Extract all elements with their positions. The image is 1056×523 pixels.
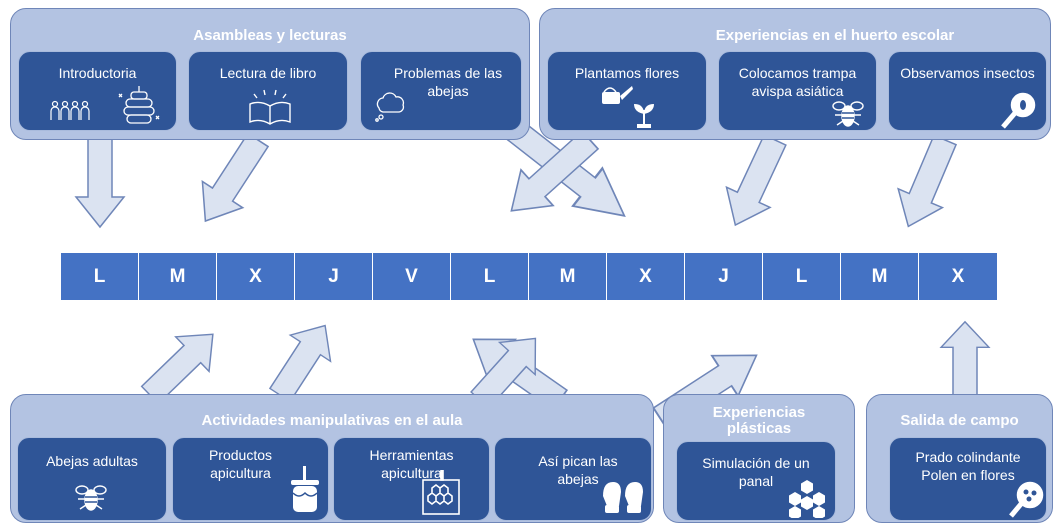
card-problemas-abejas[interactable]: Problemas de las abejas <box>360 51 522 131</box>
day-cell[interactable]: J <box>685 253 763 300</box>
card-prado-colindante[interactable]: Prado colindante Polen en flores <box>889 437 1047 521</box>
arrow-campo-to-x3 <box>940 321 990 401</box>
arrow-lectura-to-m1 <box>184 126 279 235</box>
card-label: Simulación de un panal <box>702 455 810 489</box>
group-title: Asambleas y lecturas <box>193 27 347 44</box>
group-title: Actividades manipulativas en el aula <box>201 412 463 429</box>
day-cell[interactable]: M <box>139 253 217 300</box>
arrow-trampa-to-j2 <box>712 129 798 236</box>
day-cell[interactable]: J <box>295 253 373 300</box>
card-productos-apicultura[interactable]: Productos apicultura <box>172 437 329 521</box>
card-herramientas-apicultura[interactable]: Herramientas apicultura <box>333 437 490 521</box>
day-cell[interactable]: M <box>841 253 919 300</box>
day-cell[interactable]: V <box>373 253 451 300</box>
card-label: Prado colindante Polen en flores <box>915 449 1021 483</box>
card-label: Plantamos flores <box>574 65 680 81</box>
card-asi-pican[interactable]: Así pican las abejas <box>494 437 652 521</box>
beehive-icon <box>117 86 161 126</box>
card-label: Colocamos trampa avispa asiática <box>738 65 857 99</box>
card-introductoria[interactable]: Introductoria <box>18 51 177 131</box>
day-cell[interactable]: X <box>919 253 997 300</box>
day-cell[interactable]: X <box>217 253 295 300</box>
card-label: Observamos insectos <box>900 65 1035 81</box>
card-trampa-avispa[interactable]: Colocamos trampa avispa asiática <box>718 51 877 131</box>
card-label: Introductoria <box>58 65 137 81</box>
card-abejas-adultas[interactable]: Abejas adultas <box>17 437 167 521</box>
group-salida-campo: Salida de campo Prado colindante Polen e… <box>866 394 1053 523</box>
arrow-introductoria-to-l1 <box>75 134 125 228</box>
bee-icon <box>831 96 865 130</box>
card-lectura-libro[interactable]: Lectura de libro <box>188 51 348 131</box>
card-label: Lectura de libro <box>219 65 317 81</box>
sprout-icon <box>632 102 656 130</box>
group-asambleas-lecturas: Asambleas y lecturas Introductoria Lectu… <box>10 8 530 140</box>
day-cell[interactable]: M <box>529 253 607 300</box>
thought-cloud-icon <box>373 92 409 122</box>
watering-can-icon <box>600 84 634 106</box>
group-huerto-escolar: Experiencias en el huerto escolar Planta… <box>539 8 1051 140</box>
group-title: Salida de campo <box>900 412 1019 429</box>
bee-icon <box>74 480 108 514</box>
card-label: Así pican las abejas <box>538 453 618 487</box>
day-cell[interactable]: X <box>607 253 685 300</box>
days-timeline: L M X J V L M X J L M X <box>61 253 997 300</box>
arrow-observamos-to-m3 <box>885 129 968 237</box>
open-book-icon <box>247 88 293 126</box>
group-actividades-aula: Actividades manipulativas en el aula Abe… <box>10 394 654 523</box>
card-label: Abejas adultas <box>46 453 138 469</box>
group-experiencias-plasticas: Experiencias plásticas Simulación de un … <box>663 394 855 523</box>
day-cell[interactable]: L <box>451 253 529 300</box>
people-icon <box>49 100 99 122</box>
day-cell[interactable]: L <box>763 253 841 300</box>
honeycomb-frame-icon <box>420 470 462 516</box>
gloves-icon <box>599 476 647 516</box>
card-label: Productos apicultura <box>208 447 273 481</box>
group-title: Experiencias plásticas <box>712 404 806 437</box>
magnifier-icon <box>999 90 1039 132</box>
card-observamos-insectos[interactable]: Observamos insectos <box>888 51 1047 131</box>
honeycomb-icon <box>787 478 827 518</box>
day-cell[interactable]: L <box>61 253 139 300</box>
honey-jar-icon <box>287 466 323 514</box>
card-label: Problemas de las abejas <box>393 65 503 99</box>
group-title: Experiencias en el huerto escolar <box>715 27 955 44</box>
card-label: Herramientas apicultura <box>369 447 454 481</box>
card-simulacion-panal[interactable]: Simulación de un panal <box>676 441 836 521</box>
pollen-magnifier-icon <box>1008 480 1046 520</box>
card-plantamos-flores[interactable]: Plantamos flores <box>547 51 707 131</box>
